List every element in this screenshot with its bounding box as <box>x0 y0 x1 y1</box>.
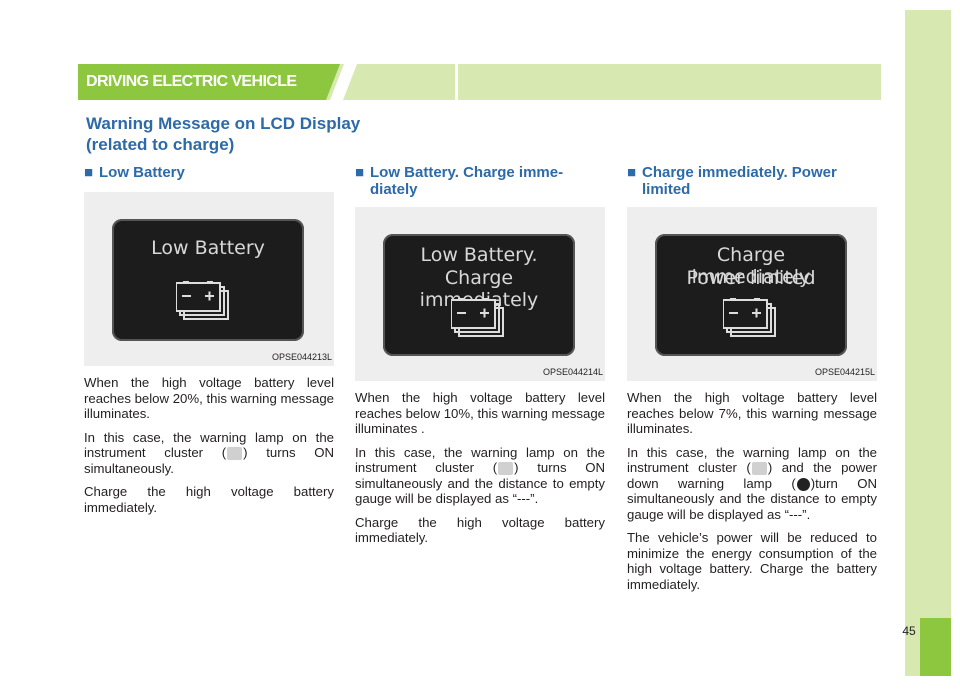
bullet-square-icon: ■ <box>627 164 637 181</box>
side-page-tab <box>920 618 951 676</box>
body-text-power-limited: When the high voltage battery level reac… <box>627 390 877 600</box>
chapter-title: DRIVING ELECTRIC VEHICLE <box>86 73 297 90</box>
lcd-text-line1: Low Battery <box>151 237 265 259</box>
body-text-charge-immediately: When the high voltage battery level reac… <box>355 390 605 554</box>
subheading-line2: diately <box>370 181 418 198</box>
lcd-screen: Charge immediately Power limited <box>655 234 847 356</box>
subheading-power-limited: ■ Charge immediately. Power limited <box>627 164 877 198</box>
text-span: In this case, the warning lamp on the in… <box>84 429 334 461</box>
page-number: 45 <box>902 624 916 638</box>
column-power-limited: ■ Charge immediately. Power limited <box>627 164 877 198</box>
battery-warning-icon <box>227 447 243 461</box>
section-title-line2: (related to charge) <box>86 135 235 154</box>
text-span: )turn ON simultaneously and the distance… <box>627 475 877 522</box>
paragraph: When the high voltage battery level reac… <box>627 390 877 436</box>
subheading-low-battery-charge: ■ Low Battery. Charge imme- diately <box>355 164 605 198</box>
lcd-image-low-battery: Low Battery OPSE044213L <box>84 192 334 366</box>
battery-warning-icon <box>751 462 767 476</box>
lcd-image-power-limited: Charge immediately Power limited OPSE044… <box>627 207 877 381</box>
subheading-line1: Charge immediately. Power <box>642 164 837 181</box>
text-span: In this case, the warning lamp on the in… <box>627 444 877 476</box>
battery-warning-icon <box>176 281 229 320</box>
bullet-square-icon: ■ <box>355 164 365 181</box>
lcd-text-line2: Power limited <box>686 267 816 289</box>
battery-warning-icon <box>498 462 514 476</box>
image-code: OPSE044215L <box>814 367 875 377</box>
image-code: OPSE044213L <box>271 352 332 362</box>
subheading-text: Low Battery. Charge imme- diately <box>370 164 563 198</box>
image-code: OPSE044214L <box>542 367 603 377</box>
battery-warning-icon <box>723 298 776 337</box>
battery-warning-icon <box>451 298 504 337</box>
paragraph: When the high voltage battery level reac… <box>355 390 605 436</box>
paragraph: Charge the high voltage battery immediat… <box>355 514 605 546</box>
column-low-battery: ■ Low Battery <box>84 164 334 181</box>
subheading-text: Charge immediately. Power limited <box>642 164 837 198</box>
lcd-text-line1: Low Battery. <box>420 244 538 266</box>
paragraph: In this case, the warning lamp on the in… <box>627 445 877 523</box>
power-down-warning-icon <box>796 477 810 491</box>
subheading-line2: limited <box>642 181 691 198</box>
lcd-screen: Low Battery. Charge immediately <box>383 234 575 356</box>
subheading-low-battery: ■ Low Battery <box>84 164 334 181</box>
text-span: ) turns ON simultaneously and the distan… <box>355 460 605 506</box>
body-text-low-battery: When the high voltage battery level reac… <box>84 375 334 523</box>
lcd-text-line1: Charge immediately <box>691 244 811 288</box>
paragraph: When the high voltage battery level reac… <box>84 375 334 421</box>
paragraph: The vehicle’s power will be reduced to m… <box>627 530 877 592</box>
text-span: ) turns ON simultaneously. <box>84 445 334 476</box>
header-tab <box>78 64 340 100</box>
lcd-image-charge-immediately: Low Battery. Charge immediately OPSE0442… <box>355 207 605 381</box>
text-span: ) and the power down warning lamp ( <box>627 460 877 491</box>
bullet-square-icon: ■ <box>84 164 94 181</box>
column-charge-immediately: ■ Low Battery. Charge imme- diately <box>355 164 605 198</box>
side-strip <box>905 10 951 676</box>
section-title-line1: Warning Message on LCD Display <box>86 114 361 133</box>
subheading-text: Low Battery <box>99 164 185 181</box>
subheading-line1: Low Battery. Charge imme- <box>370 164 564 181</box>
section-title: Warning Message on LCD Display (related … <box>86 113 360 155</box>
lcd-screen: Low Battery <box>112 219 304 341</box>
paragraph: Charge the high voltage battery immediat… <box>84 484 334 515</box>
paragraph: In this case, the warning lamp on the in… <box>355 445 605 507</box>
text-span: In this case, the warning lamp on the in… <box>355 444 605 476</box>
header-divider-fill <box>343 64 455 100</box>
paragraph: In this case, the warning lamp on the in… <box>84 430 334 477</box>
